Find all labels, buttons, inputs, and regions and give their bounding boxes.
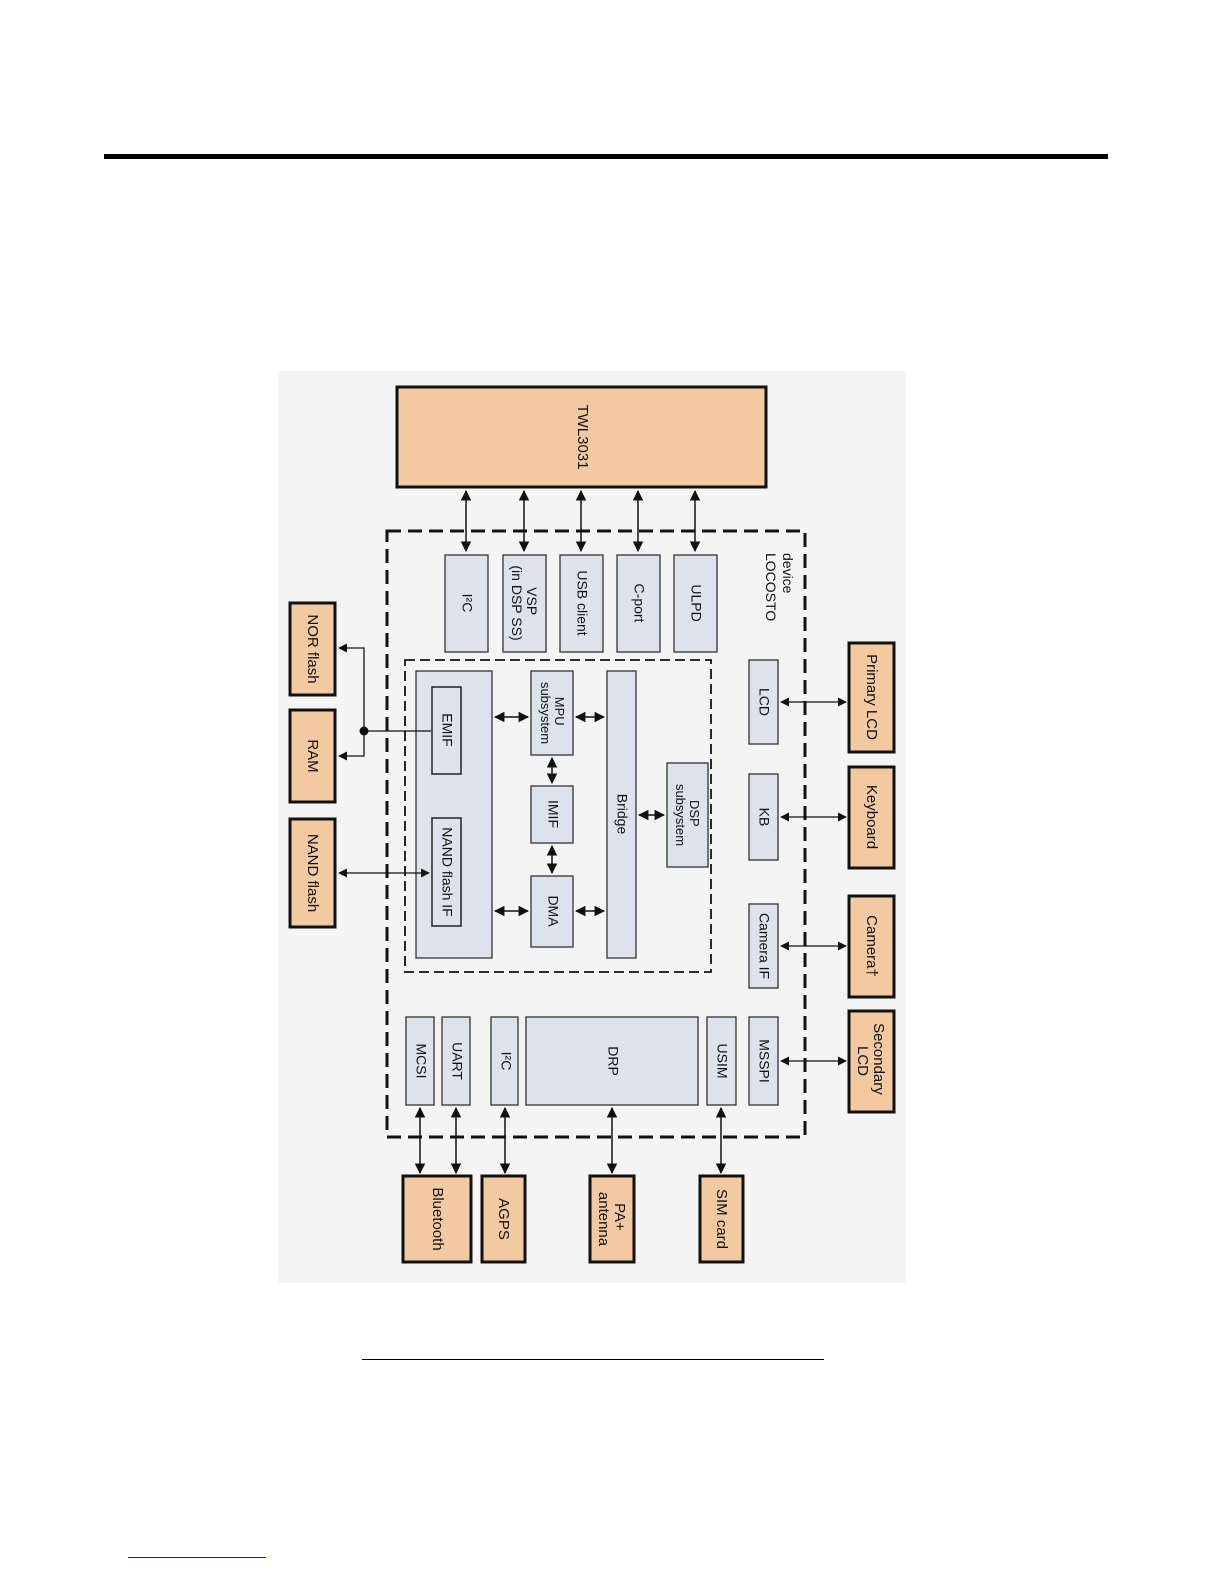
i2c-top-label: I²C <box>459 594 475 613</box>
lcd-label: LCD <box>756 688 772 716</box>
bridge-label: Bridge <box>614 794 630 835</box>
caption-rule <box>362 1359 824 1360</box>
mcsi-label: MCSI <box>413 1044 429 1079</box>
footnote-rule <box>128 1557 266 1558</box>
locosto-label-line1: LOCOSTO <box>763 553 779 621</box>
locosto-label: LOCOSTO device <box>763 553 796 625</box>
bottom-connectors <box>420 1108 721 1173</box>
secondary-lcd-line2: LCD <box>854 1046 871 1076</box>
secondary-lcd-line1: Secondary <box>870 1023 887 1095</box>
twl-connectors <box>466 491 695 551</box>
drp-label: DRP <box>605 1046 621 1076</box>
camera-if-label: Camera IF <box>756 913 772 979</box>
keyboard-label: Keyboard <box>863 785 880 849</box>
primary-lcd-label: Primary LCD <box>863 654 880 740</box>
nor-flash-label: NOR flash <box>304 614 321 683</box>
vsp-label-line1: VSP <box>524 587 540 615</box>
mpu-label-line1: MPU <box>552 697 567 726</box>
core-connectors <box>495 717 664 911</box>
kb-label: KB <box>756 808 772 827</box>
camera-label: Camera† <box>863 915 880 977</box>
sim-card-label: SIM card <box>713 1189 730 1249</box>
pa-antenna-line1: PA+ <box>611 1203 628 1231</box>
usb-client-label: USB client <box>574 570 590 635</box>
uart-label: UART <box>449 1042 465 1080</box>
locosto-label-line2: device <box>780 553 796 594</box>
nand-flash-if-label: NAND flash IF <box>439 827 455 916</box>
c-port-label: C-port <box>631 584 647 623</box>
ram-label: RAM <box>304 739 321 772</box>
twl3031-label: TWL3031 <box>574 404 591 469</box>
usim-label: USIM <box>714 1044 730 1079</box>
imif-label: IMIF <box>545 800 561 828</box>
emif-bus-junction <box>360 727 369 736</box>
nand-flash-label: NAND flash <box>304 834 321 912</box>
emif-to-ram <box>339 731 364 756</box>
dma-label: DMA <box>545 895 561 927</box>
agps-label: AGPS <box>495 1198 512 1240</box>
emif-to-nor <box>339 648 364 731</box>
dsp-label-line1: DSP <box>687 800 702 827</box>
ulpd-label: ULPD <box>688 584 704 621</box>
emif-label: EMIF <box>439 713 455 746</box>
right-connectors <box>781 702 846 1061</box>
bluetooth-label: Bluetooth <box>429 1187 446 1250</box>
pa-antenna-line2: antenna <box>595 1192 612 1247</box>
msspi-label: MSSPI <box>756 1039 772 1083</box>
dsp-label-line2: subsystem <box>673 784 688 846</box>
mpu-label-line2: subsystem <box>538 682 553 744</box>
i2c-bottom-label: I²C <box>498 1052 514 1071</box>
vsp-label-line2: (in DSP SS) <box>509 565 525 640</box>
